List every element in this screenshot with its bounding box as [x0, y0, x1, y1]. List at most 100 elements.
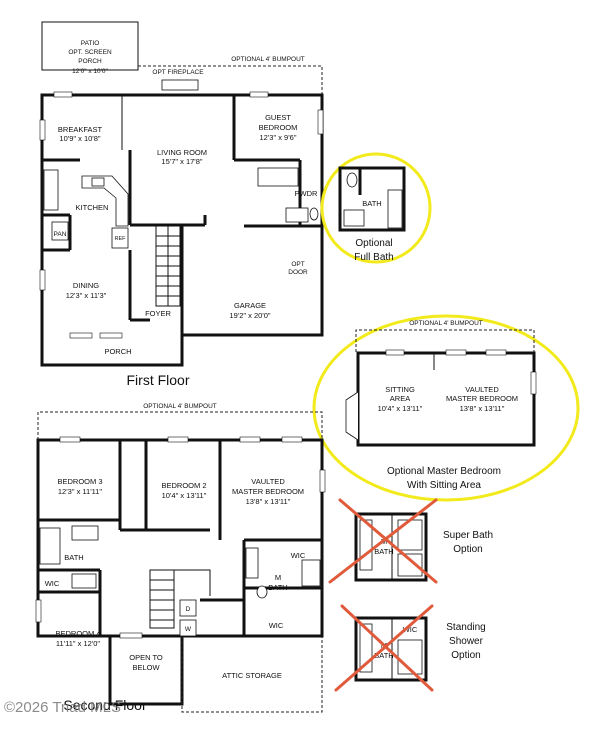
bedroom-4-label: BEDROOM 4 — [55, 629, 100, 638]
patio-alt-label: OPT. SCREEN — [68, 49, 112, 56]
super-bath-tub — [397, 519, 423, 551]
window — [69, 332, 93, 339]
sitting-area-dim: 10'4" x 13'11" — [378, 404, 423, 413]
shower-option-caption-3: Option — [451, 650, 480, 661]
window — [39, 119, 46, 141]
pwdr-vanity — [285, 207, 309, 223]
opt-door-label-1: OPT — [291, 261, 304, 268]
hall-bath-label: BATH — [64, 553, 83, 562]
shower-option-walls — [354, 616, 428, 682]
second-floor-plan: OPTIONAL 4' BUMPOUT — [35, 403, 326, 713]
bedroom-2-dim: 10'4" x 13'11" — [162, 491, 207, 500]
washer-label: W — [185, 626, 192, 633]
fireplace — [161, 79, 199, 91]
shower-option-bath-label: BATH — [374, 651, 393, 660]
window — [53, 91, 73, 98]
window — [39, 269, 46, 291]
sitting-area-label-2: AREA — [390, 394, 410, 403]
kitchen-island — [81, 175, 129, 227]
optional-master-caption-1: Optional Master Bedroom — [387, 466, 501, 477]
open-to-below-label-1: OPEN TO — [129, 653, 163, 662]
second-floor-bumpout-label: OPTIONAL 4' BUMPOUT — [143, 403, 217, 410]
mls-watermark: ©2026 Triad MLS — [4, 699, 121, 716]
opt-vaulted-dim: 13'8" x 13'11" — [460, 404, 505, 413]
super-bath-walls — [354, 512, 428, 582]
hall-bath-tub — [39, 527, 61, 565]
attic-storage-label: ATTIC STORAGE — [222, 671, 282, 680]
master-bath-label-1: M — [275, 573, 281, 582]
second-floor-stairs — [149, 569, 211, 629]
window — [317, 109, 324, 135]
patio-dim: 12'0" x 10'0" — [72, 68, 108, 75]
ref-label: REF — [115, 236, 127, 242]
living-room-label: LIVING ROOM — [157, 148, 207, 157]
super-bath-option: M BATH Super Bath Option — [328, 498, 493, 584]
front-porch-outline — [41, 335, 182, 366]
pwdr-label: PWDR — [295, 189, 318, 198]
window — [485, 349, 507, 356]
window — [119, 632, 143, 639]
fireplace-label: OPT FIREPLACE — [152, 69, 204, 76]
master-bath-tub — [301, 559, 321, 587]
first-floor-bumpout-outline — [138, 65, 323, 95]
optional-master-bedroom: OPTIONAL 4' BUMPOUT SITTING AREA 10'4" x… — [312, 314, 580, 502]
dining-label: DINING — [73, 281, 99, 290]
window — [99, 332, 123, 339]
pantry-label: PAN — [54, 231, 67, 238]
dryer-box — [179, 599, 197, 617]
guest-bedroom-label-2: BEDROOM — [259, 123, 298, 132]
optional-master-caption-2: With Sitting Area — [407, 480, 481, 491]
opt-vaulted-label-1: VAULTED — [465, 385, 499, 394]
window — [249, 91, 269, 98]
super-bath-bath-label: BATH — [374, 547, 393, 556]
shower-option-caption-2: Shower — [449, 636, 484, 647]
first-floor-interior-walls — [42, 95, 322, 335]
bedroom-3-dim: 12'3" x 11'11" — [58, 487, 103, 496]
full-bath-room-label: BATH — [362, 199, 381, 208]
patio-outline — [41, 21, 139, 71]
window — [445, 349, 467, 356]
opt-vaulted-label-2: MASTER BEDROOM — [446, 394, 518, 403]
hall-bath-vanity — [71, 525, 99, 541]
bedroom-3-label: BEDROOM 3 — [57, 477, 102, 486]
super-bath-caption-2: Option — [453, 544, 482, 555]
optional-master-bumpout-outline — [355, 329, 535, 352]
living-room-dim: 15'7" x 17'8" — [161, 157, 202, 166]
vaulted-master-dim: 13'8" x 13'11" — [246, 497, 291, 506]
bedroom-2-label: BEDROOM 2 — [161, 481, 206, 490]
first-floor-bumpout-label: OPTIONAL 4' BUMPOUT — [231, 56, 305, 63]
window — [319, 469, 326, 493]
shower-option-caption-1: Standing — [446, 622, 485, 633]
foyer-label: FOYER — [145, 309, 171, 318]
dining-dim: 12'3" x 11'3" — [66, 291, 107, 300]
bedroom-4-dim: 11'11" x 12'0" — [56, 639, 101, 648]
garage-label: GARAGE — [234, 301, 266, 310]
full-bath-caption-2: Full Bath — [354, 252, 393, 263]
wic-shelf — [71, 573, 97, 589]
shower-option-wic-label: WIC — [403, 625, 418, 634]
attic-storage-outline — [181, 636, 323, 713]
kitchen-counter — [43, 169, 59, 211]
refrigerator — [111, 227, 129, 249]
second-floor-title: Second Floor — [63, 697, 147, 713]
porch-label: PORCH — [104, 347, 131, 356]
master-bath-label-2: BATH — [268, 583, 287, 592]
kitchen-label: KITCHEN — [76, 203, 109, 212]
breakfast-label: BREAKFAST — [58, 125, 103, 134]
super-bath-caption-1: Super Bath — [443, 530, 493, 541]
full-bath-caption-1: Optional — [355, 238, 392, 249]
super-bath-strike — [338, 498, 438, 584]
window — [281, 436, 303, 443]
patio-alt2-label: PORCH — [78, 58, 102, 65]
window — [239, 436, 261, 443]
master-highlight-ring — [312, 314, 580, 502]
kitchen-sink — [91, 177, 105, 187]
guest-bedroom-dim: 12'3" x 9'6" — [260, 133, 297, 142]
full-bath-vanity — [343, 209, 365, 227]
first-floor-stairs — [155, 225, 181, 307]
breakfast-dim: 10'9" x 10'8" — [59, 134, 100, 143]
standing-shower-option: WIC M BATH Standing Shower Option — [334, 604, 486, 692]
hall-closet — [257, 167, 299, 187]
shower-option-strike — [334, 604, 434, 692]
